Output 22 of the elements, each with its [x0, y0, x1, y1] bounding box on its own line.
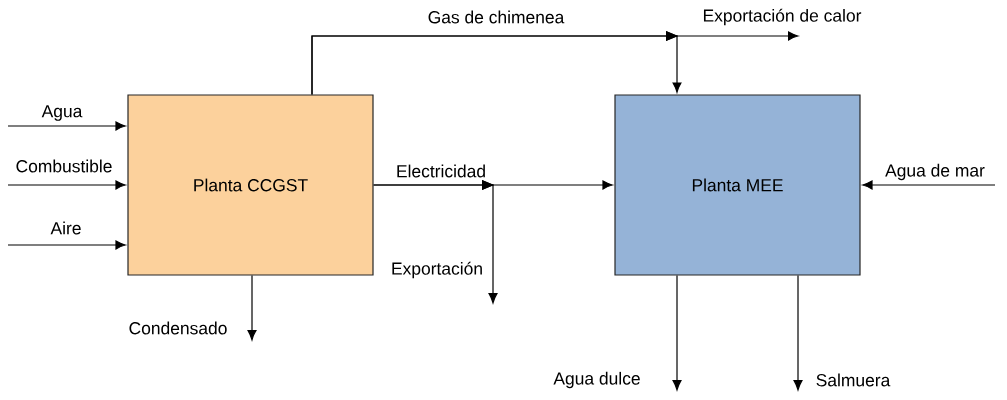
edge-label: Agua dulce: [553, 371, 640, 389]
edge-label: Salmuera: [816, 373, 891, 387]
arrow: [311, 31, 799, 95]
arrow: [672, 275, 682, 391]
process-box: Planta CCGST: [127, 94, 374, 276]
edge-label: Condensado: [129, 321, 227, 335]
arrow: [7, 121, 126, 131]
arrow: [247, 275, 257, 341]
process-box: Planta MEE: [614, 94, 861, 276]
edge-label: Exportación: [392, 261, 482, 279]
arrow: [7, 240, 126, 250]
edge-label: Exportación de calor: [703, 8, 862, 26]
edge-label: Agua: [41, 105, 83, 121]
edge-label: Electricidad: [397, 164, 485, 178]
arrow: [373, 180, 498, 304]
arrow: [7, 180, 126, 190]
edge-label: Agua de mar: [885, 163, 985, 181]
edge-label: Aire: [50, 221, 81, 235]
arrow: [793, 275, 803, 391]
edge-label: Gas de chimenea: [428, 10, 565, 24]
arrow: [862, 180, 996, 190]
edge-label: Combustible: [16, 159, 112, 173]
